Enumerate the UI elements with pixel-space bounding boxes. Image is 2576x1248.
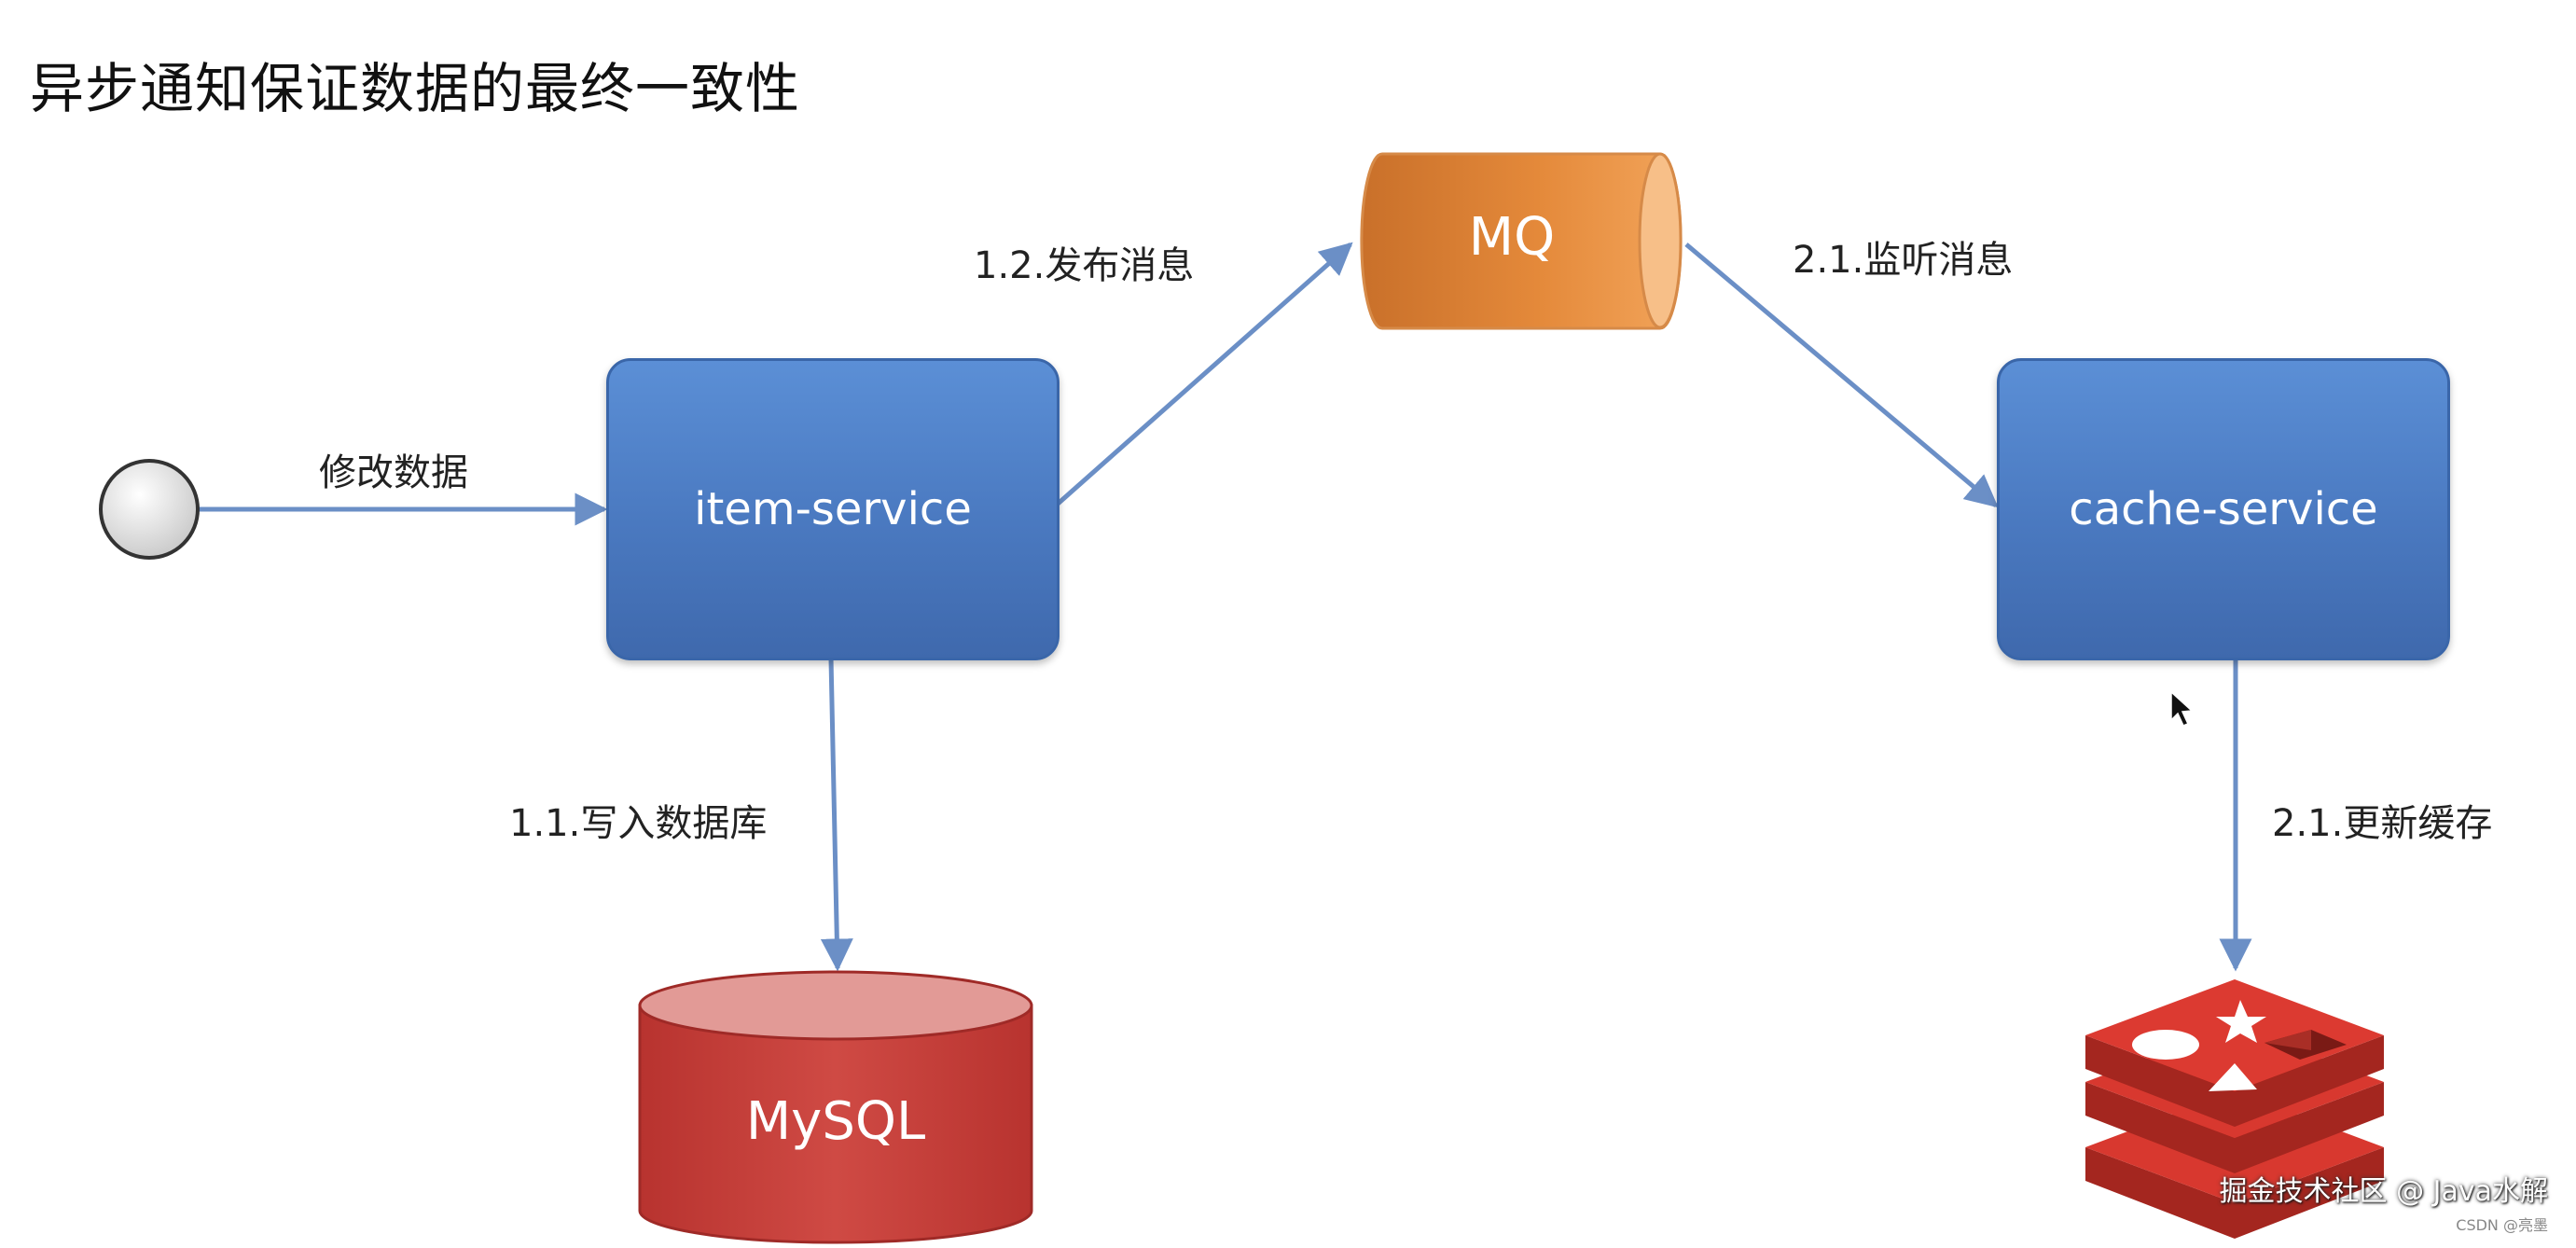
redis-logo-icon: [2085, 979, 2384, 1239]
edge-listen-arrow: [1684, 243, 1999, 508]
watermark-small: CSDN @亮墨: [2456, 1216, 2548, 1234]
mysql-cylinder: [638, 970, 1033, 1244]
cache-service-label: cache-service: [2069, 483, 2378, 535]
edge-label-update-cache: 2.1.更新缓存: [2272, 802, 2493, 845]
mq-cylinder: [1360, 152, 1683, 330]
item-service-node: item-service: [606, 358, 1059, 660]
edge-label-publish: 1.2.发布消息: [974, 244, 1195, 287]
start-circle-icon: [99, 459, 200, 560]
edge-label-write-db: 1.1.写入数据库: [509, 802, 768, 845]
cache-service-node: cache-service: [1997, 358, 2450, 660]
page-title: 异步通知保证数据的最终一致性: [30, 57, 801, 120]
edge-label-modify: 修改数据: [319, 451, 468, 494]
mysql-label: MySQL: [745, 1091, 926, 1152]
mouse-cursor-icon: [2170, 690, 2194, 727]
edge-label-listen: 2.1.监听消息: [1793, 239, 2014, 282]
edge-write-db-arrow: [820, 658, 853, 972]
edge-publish-arrow: [1054, 242, 1353, 507]
item-service-label: item-service: [694, 483, 972, 535]
mq-label: MQ: [1468, 207, 1556, 268]
watermark: 掘金技术社区 @ Java水解: [2219, 1175, 2548, 1208]
